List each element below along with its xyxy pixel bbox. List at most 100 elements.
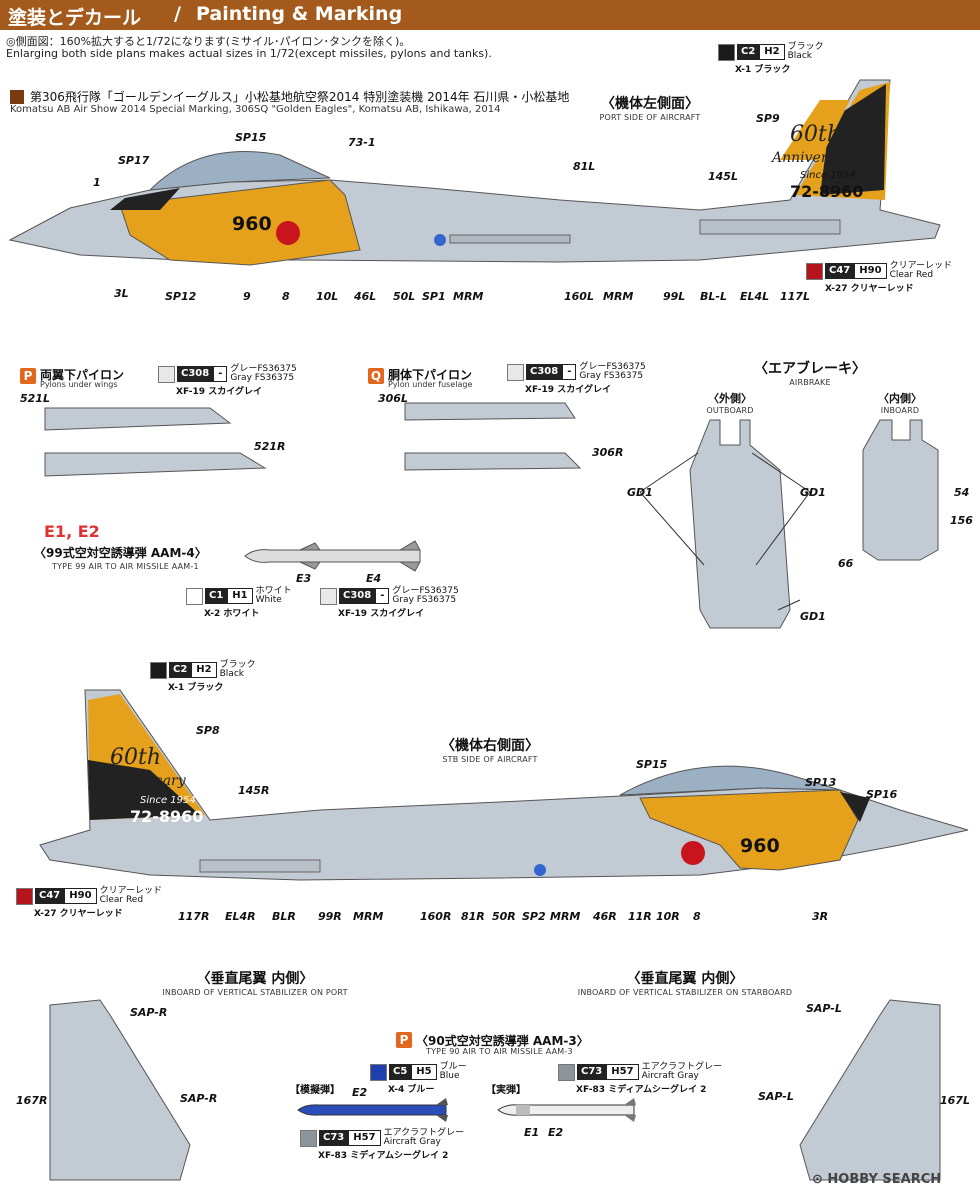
stb-label: 145R bbox=[238, 784, 270, 797]
color-en: Aircraft Gray bbox=[383, 1137, 441, 1147]
port-label: 81L bbox=[573, 160, 596, 173]
code-h: H57 bbox=[348, 1130, 381, 1146]
tag-p-wing: P bbox=[20, 368, 36, 384]
port-tail-60th: 60th bbox=[790, 122, 842, 147]
chip-white-name: X-2 ホワイト bbox=[204, 609, 260, 619]
color-jp: エアクラフトグレー bbox=[383, 1128, 465, 1138]
color-en: Black bbox=[219, 669, 244, 679]
color-en: Blue bbox=[439, 1071, 460, 1081]
port-label: BL-L bbox=[700, 290, 727, 303]
aam4-label: E4 bbox=[366, 572, 382, 585]
port-label: 99L bbox=[663, 290, 686, 303]
code-c: C2 bbox=[737, 44, 760, 60]
note-jp: ◎側面図：160%拡大すると1/72になります(ミサイル･パイロン･タンクを除く… bbox=[6, 35, 411, 48]
chip-clear-red-mid-name: X-27 クリヤーレッド bbox=[34, 909, 123, 919]
stb-label: SP16 bbox=[866, 788, 898, 801]
aam4-jp: 〈99式空対空誘導弾 AAM-4〉 bbox=[34, 546, 207, 560]
vstab-stb-jp: 〈垂直尾翼 内側〉 bbox=[626, 971, 744, 987]
scheme-marker bbox=[10, 90, 24, 104]
stb-label: 46R bbox=[593, 910, 617, 923]
stb-label: EL4R bbox=[225, 910, 256, 923]
header-bar: 塗装とデカール / Painting & Marking bbox=[0, 0, 980, 30]
vstab-port-jp: 〈垂直尾翼 内側〉 bbox=[196, 971, 314, 987]
header-title-jp: 塗装とデカール bbox=[8, 7, 142, 29]
pylon-fus-drawing bbox=[404, 402, 582, 471]
airbrake-title-en: AIRBRAKE bbox=[789, 378, 831, 387]
code-h: H57 bbox=[606, 1064, 639, 1080]
stb-title-en: STB SIDE OF AIRCRAFT bbox=[442, 755, 538, 764]
chip-blue-name: X-4 ブルー bbox=[388, 1085, 435, 1095]
port-label: 3L bbox=[114, 287, 129, 300]
stb-label: 99R bbox=[318, 910, 342, 923]
port-label: SP17 bbox=[118, 154, 150, 167]
port-label: SP9 bbox=[756, 112, 780, 125]
color-en: Gray FS36375 bbox=[392, 595, 457, 605]
header-title-en: Painting & Marking bbox=[196, 3, 403, 25]
stb-label: 50R bbox=[492, 910, 516, 923]
aam3-drawing bbox=[297, 1098, 636, 1122]
code-h: H5 bbox=[411, 1064, 437, 1080]
pylons-wing-en: Pylons under wings bbox=[40, 380, 118, 389]
airbrake-label: 66 bbox=[838, 557, 854, 570]
stb-nose-number: 960 bbox=[740, 835, 780, 857]
airbrake-out-jp: 〈外側〉 bbox=[708, 392, 752, 405]
port-tail-anniversary: Anniversary bbox=[772, 150, 858, 166]
stb-tail-serial: 72-8960 bbox=[130, 807, 204, 826]
swatch bbox=[16, 887, 33, 905]
chip-gray-wing-name: XF-19 スカイグレイ bbox=[176, 387, 263, 397]
color-en: White bbox=[255, 595, 282, 605]
aam4-label: E3 bbox=[296, 572, 312, 585]
aam4-drawing bbox=[244, 540, 421, 572]
code-c: C308 bbox=[339, 588, 376, 604]
aam4-en: TYPE 99 AIR TO AIR MISSILE AAM-1 bbox=[52, 562, 199, 571]
port-label: MRM bbox=[603, 290, 634, 303]
chip-black-mid-name: X-1 ブラック bbox=[168, 683, 224, 693]
swatch bbox=[320, 587, 337, 605]
swatch bbox=[806, 262, 823, 280]
port-label: 9 bbox=[243, 290, 251, 303]
airbrake-drawing bbox=[639, 419, 939, 629]
port-label: MRM bbox=[453, 290, 484, 303]
airbrake-in-jp: 〈内側〉 bbox=[878, 392, 922, 405]
port-label: 117L bbox=[780, 290, 810, 303]
swatch bbox=[370, 1063, 387, 1081]
stb-tail-anniversary: Anniversary bbox=[100, 773, 186, 789]
swatch bbox=[186, 587, 203, 605]
chip-aircraft-gray-dummy-name: XF-83 ミディアムシーグレイ 2 bbox=[318, 1151, 449, 1161]
airbrake-title-jp: 〈エアブレーキ〉 bbox=[754, 361, 866, 377]
stb-label: SP2 bbox=[522, 910, 546, 923]
code-c: C47 bbox=[825, 263, 855, 279]
swatch bbox=[718, 43, 735, 61]
pylon-fus-jp: 胴体下パイロン bbox=[388, 368, 473, 382]
color-jp: クリアーレッド bbox=[889, 261, 953, 271]
aam3-en: TYPE 90 AIR TO AIR MISSILE AAM-3 bbox=[426, 1047, 573, 1056]
code-c: C308 bbox=[177, 366, 214, 382]
watermark-text: HOBBY SEARCH bbox=[827, 1172, 942, 1187]
pylon-fus-en: Pylon under fuselage bbox=[388, 380, 473, 389]
port-label: 8 bbox=[282, 290, 290, 303]
chip-gray-fus-name: XF-19 スカイグレイ bbox=[525, 385, 612, 395]
port-label: SP12 bbox=[165, 290, 197, 303]
tag-p-aam3: P bbox=[396, 1032, 412, 1048]
color-en: Black bbox=[787, 51, 812, 61]
port-label: 46L bbox=[354, 290, 377, 303]
aam3-dummy-label: 【模擬弾】 bbox=[290, 1085, 340, 1096]
stb-label: BLR bbox=[272, 910, 296, 923]
stb-label: 8 bbox=[693, 910, 701, 923]
pylon-label: 521R bbox=[254, 440, 286, 453]
color-jp: グレーFS36375 bbox=[230, 364, 297, 374]
pylons-wing-jp: 両翼下パイロン bbox=[40, 368, 125, 382]
vstab-stb-drawing bbox=[799, 999, 941, 1181]
airbrake-label: 156 bbox=[950, 514, 973, 527]
color-jp: クリアーレッド bbox=[99, 886, 163, 896]
pylon-label: 306L bbox=[378, 392, 408, 405]
pylon-label: 521L bbox=[20, 392, 50, 405]
